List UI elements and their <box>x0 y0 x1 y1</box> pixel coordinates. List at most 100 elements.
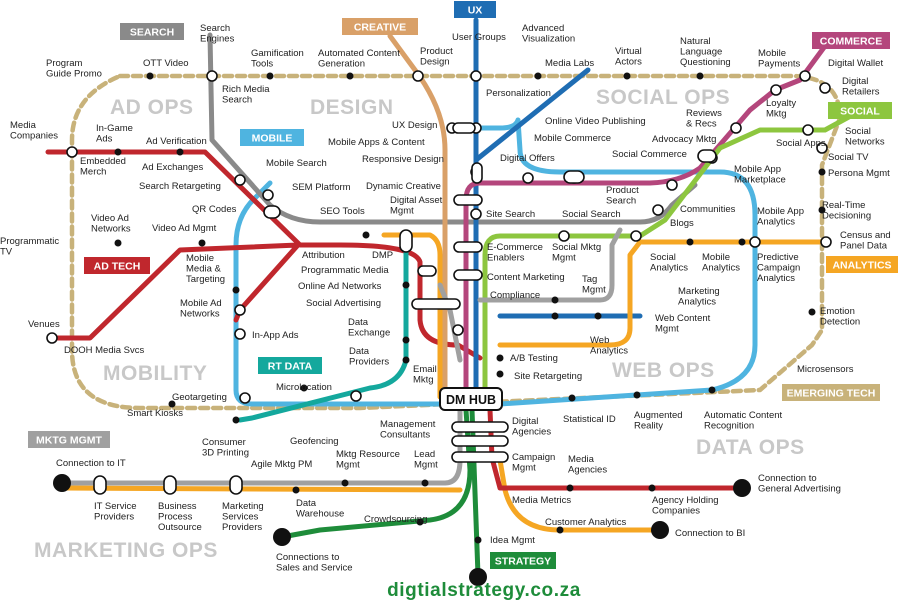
terminal-sales-service <box>273 528 291 546</box>
station-label-communities: Communities <box>680 204 736 215</box>
station-label-line: Natural <box>680 36 711 47</box>
tag-mobile-bg <box>240 129 304 146</box>
station-label-line: Companies <box>652 506 700 517</box>
station-label-line: Guide Promo <box>46 69 102 80</box>
station-label-line: Mobile <box>758 48 786 59</box>
station-label-line: Virtual <box>615 46 642 57</box>
station-label-line: Marketing <box>222 501 264 512</box>
dm-hub-box <box>439 387 503 411</box>
station-label-line: Web <box>590 335 609 346</box>
station-label-line: General Advertising <box>758 484 841 495</box>
station-label-ad-exchanges: Ad Exchanges <box>142 162 204 173</box>
zone-labels: AD OPS DESIGN SOCIAL OPS MOBILITY WEB OP… <box>34 86 804 562</box>
station-label-dooh-media-svcs: DOOH Media Svcs <box>64 345 144 356</box>
tag-emerging-tech-bg <box>782 384 880 401</box>
station-label-line: Microsensors <box>797 364 854 375</box>
station-label-line: Social Search <box>562 209 621 220</box>
station-label-search-retargeting: Search Retargeting <box>139 181 221 192</box>
station-label-line: Marketplace <box>734 175 786 186</box>
interchange-agencies <box>451 435 509 447</box>
station-label-line: Mktg Resource <box>336 449 400 460</box>
interchange-bpo <box>163 475 177 495</box>
station-label-line: Digital <box>842 76 868 87</box>
station-label-site-search: Site Search <box>486 209 535 220</box>
interchange-social-advertising <box>411 298 461 310</box>
station-label-line: Analytics <box>590 346 628 357</box>
terminal-strategy <box>469 568 487 586</box>
station-label-line: Mobile <box>702 252 730 263</box>
station-label-geotargeting: Geotargeting <box>172 392 227 403</box>
tag-commerce: COMMERCE <box>820 36 882 48</box>
station-label-line: Connections to <box>276 552 339 563</box>
interchange-digital-asset <box>453 194 483 206</box>
station-label-line: Attribution <box>302 250 345 261</box>
station-label-line: Consumer <box>202 437 246 448</box>
station-dot <box>818 206 826 214</box>
station-label-line: Social Advertising <box>306 298 381 309</box>
tag-ux-bg <box>454 1 496 18</box>
station-label-line: Mobile <box>186 253 214 264</box>
line-analytics <box>381 232 829 400</box>
station-label-line: Automated Content <box>318 48 400 59</box>
station-label-line: Mktg <box>766 109 787 120</box>
interchange <box>234 174 246 186</box>
station-label-line: In-Game <box>96 123 133 134</box>
station-dot <box>534 72 542 80</box>
station-label-line: Providers <box>349 357 389 368</box>
station-label-video-ad-mgmt: Video Ad Mgmt <box>152 223 217 234</box>
station-label-line: DOOH Media Svcs <box>64 345 144 356</box>
interchange <box>749 236 761 248</box>
dm-hub[interactable]: DM HUB <box>439 387 503 411</box>
station-label-line: Data <box>296 498 317 509</box>
station-label-line: Mgmt <box>336 460 360 471</box>
station-label-sem-platform: SEM Platform <box>292 182 351 193</box>
station-label-online-ad-networks: Online Ad Networks <box>298 281 382 292</box>
station-label-line: Payments <box>758 59 800 70</box>
interchange <box>350 390 362 402</box>
station-label-line: Mobile Search <box>266 158 327 169</box>
station-label-line: Compliance <box>490 290 540 301</box>
zone-mobility: MOBILITY <box>103 362 207 385</box>
station-dot <box>232 416 240 424</box>
tag-strategy-bg <box>490 552 556 569</box>
station-label-in-app-ads: In-App Ads <box>252 330 299 341</box>
station-label-line: Geofencing <box>290 436 339 447</box>
station-dot <box>362 231 370 239</box>
small-stations <box>114 72 826 544</box>
station-label-line: Data <box>349 346 370 357</box>
station-dot <box>421 479 429 487</box>
station-label-line: Agile Mktg PM <box>251 459 312 470</box>
station-label-line: IT Service <box>94 501 137 512</box>
station-label-line: Analytics <box>650 263 688 274</box>
station-label-line: OTT Video <box>143 58 189 69</box>
station-label-line: Microlocation <box>276 382 332 393</box>
station-label-line: Venues <box>28 319 60 330</box>
station-label-statistical-id: Statistical ID <box>563 414 616 425</box>
station-label-social-commerce: Social Commerce <box>612 149 687 160</box>
station-dot <box>556 526 564 534</box>
station-label-ott-video: OTT Video <box>143 58 189 69</box>
station-label-line: Predictive <box>757 252 799 263</box>
station-dot <box>551 296 559 304</box>
tag-social: SOCIAL <box>840 106 880 118</box>
station-label-line: Product <box>606 185 639 196</box>
interchange <box>820 236 832 248</box>
station-label-line: Tools <box>251 59 273 70</box>
interchange-it <box>93 475 107 495</box>
station-label-line: Ad Exchanges <box>142 162 204 173</box>
line-social <box>482 109 861 400</box>
interchange <box>770 84 782 96</box>
station-label-line: Mktg <box>413 375 434 386</box>
station-label-line: Language <box>680 47 722 58</box>
